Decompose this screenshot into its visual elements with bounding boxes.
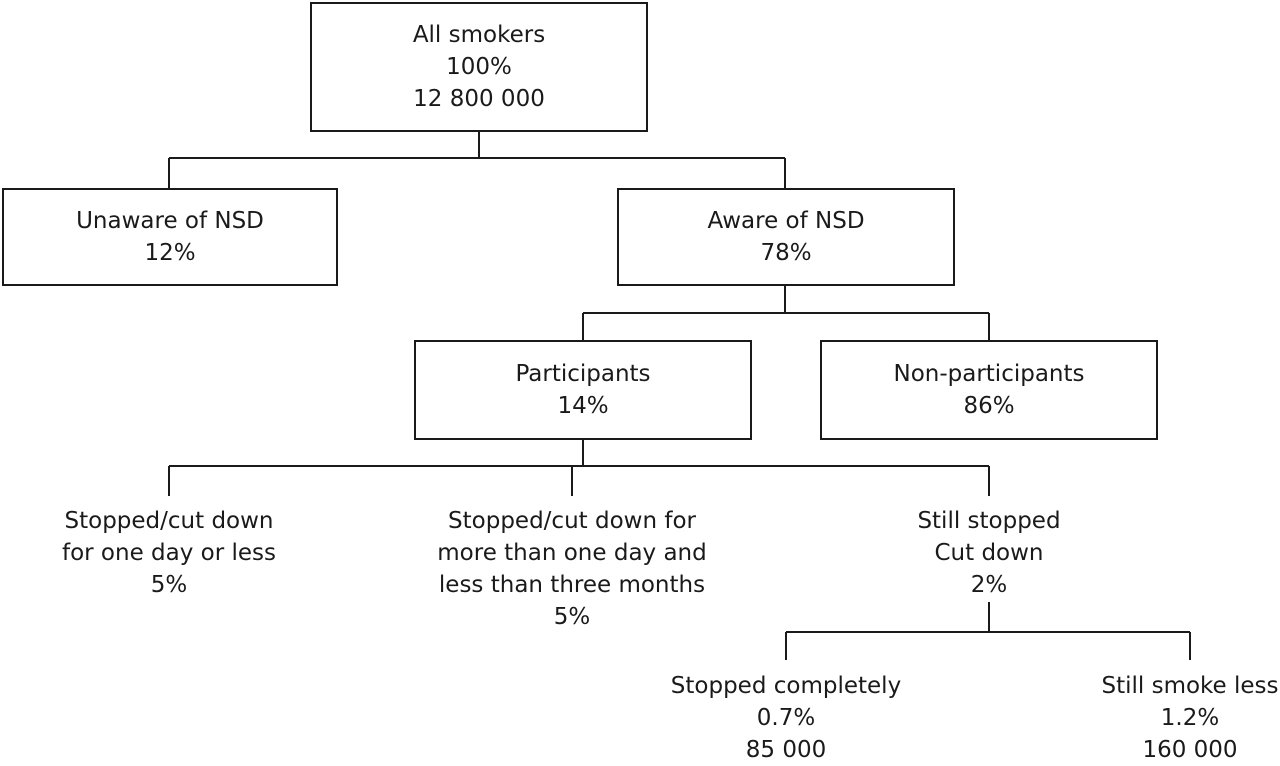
node-label: All smokers [412, 22, 546, 48]
node-percent: 0.7% [756, 705, 816, 731]
connector-participants [168, 440, 990, 496]
node-percent: 78% [760, 240, 812, 266]
node-participants: Participants 14% [414, 340, 752, 440]
node-percent: 5% [150, 572, 188, 598]
node-label: Unaware of NSD [76, 208, 264, 234]
node-percent: 2% [970, 572, 1008, 598]
node-label: Still stopped [917, 508, 1061, 534]
node-label: Aware of NSD [707, 208, 865, 234]
connector-still-stopped [785, 602, 1191, 660]
node-label: Cut down [934, 540, 1044, 566]
node-percent: 5% [553, 604, 591, 630]
node-label: Participants [515, 361, 651, 387]
connector-all-smokers [168, 132, 786, 188]
node-label: Still smoke less [1101, 673, 1279, 699]
node-unaware-of-nsd: Unaware of NSD 12% [2, 188, 338, 286]
node-one-day-or-less: Stopped/cut down for one day or less 5% [19, 505, 319, 601]
node-count: 85 000 [745, 737, 827, 763]
node-percent: 12% [144, 240, 196, 266]
node-label: Stopped/cut down for [448, 508, 696, 534]
node-percent: 100% [446, 54, 512, 80]
node-percent: 1.2% [1160, 705, 1220, 731]
node-still-smoke-less: Still smoke less 1.2% 160 000 [1082, 670, 1280, 766]
node-all-smokers: All smokers 100% 12 800 000 [310, 2, 648, 132]
node-count: 12 800 000 [413, 86, 545, 112]
node-label: less than three months [438, 572, 706, 598]
node-percent: 86% [963, 393, 1015, 419]
node-label: Stopped/cut down [64, 508, 274, 534]
node-non-participants: Non-participants 86% [820, 340, 1158, 440]
node-label: Stopped completely [670, 673, 902, 699]
node-label: for one day or less [61, 540, 276, 566]
node-less-than-three-months: Stopped/cut down for more than one day a… [402, 505, 742, 633]
node-label: more than one day and [437, 540, 707, 566]
node-aware-of-nsd: Aware of NSD 78% [617, 188, 955, 286]
node-still-stopped-cut-down: Still stopped Cut down 2% [859, 505, 1119, 601]
node-label: Non-participants [893, 361, 1085, 387]
node-stopped-completely: Stopped completely 0.7% 85 000 [646, 670, 926, 766]
node-count: 160 000 [1142, 737, 1238, 763]
connector-aware [582, 286, 990, 340]
node-percent: 14% [557, 393, 609, 419]
